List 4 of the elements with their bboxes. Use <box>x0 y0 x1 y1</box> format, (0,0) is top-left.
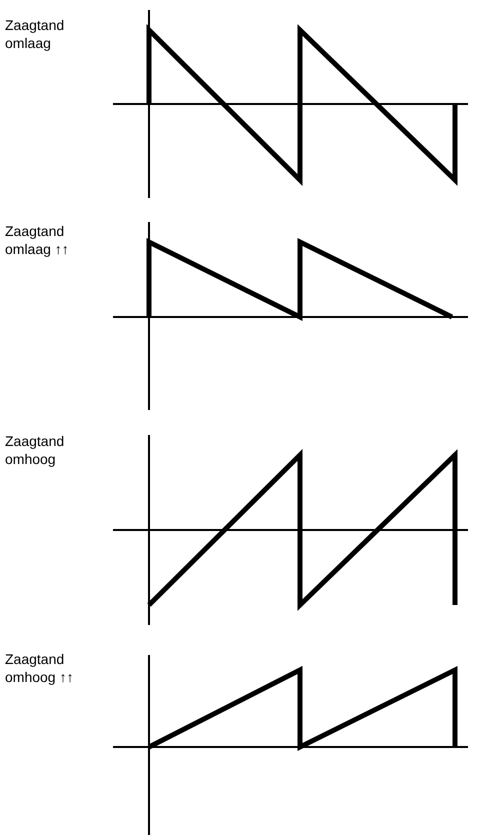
waveform-label: Zaagtand omlaag ↑↑ <box>5 222 70 258</box>
waveform-label: Zaagtand omhoog <box>5 432 66 468</box>
waveform-label: Zaagtand omlaag <box>5 16 66 52</box>
waveform-label: Zaagtand omhoog ↑↑ <box>5 650 74 686</box>
